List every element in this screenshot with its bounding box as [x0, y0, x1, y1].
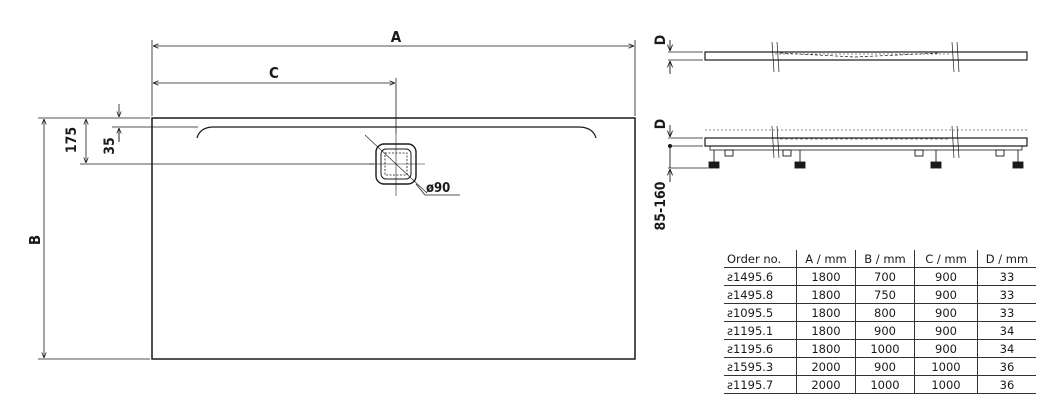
label-35: 35	[102, 137, 118, 155]
leg-2	[794, 150, 806, 169]
label-drain-diameter: ø90	[426, 181, 450, 196]
table-cell: 1000	[855, 375, 915, 394]
order-number-cell: ƨ1595.3	[724, 357, 797, 376]
label-b: B	[26, 235, 44, 245]
table-cell: 900	[855, 357, 915, 376]
table-cell: 1000	[914, 375, 978, 394]
table-cell: 33	[977, 285, 1036, 304]
header-a: A / mm	[796, 250, 856, 268]
table-cell: 900	[914, 339, 978, 358]
table-cell: 36	[977, 375, 1036, 394]
label-a: A	[391, 28, 402, 46]
tray-ridge	[196, 126, 597, 139]
label-leg-height: 85-160	[653, 181, 669, 230]
table-cell: 2000	[796, 357, 856, 376]
tray-outline	[151, 117, 636, 360]
label-d-bottom: D	[653, 119, 669, 129]
table-cell: 1800	[796, 285, 856, 304]
side-view-bottom	[668, 125, 1028, 182]
label-c: C	[269, 64, 279, 82]
table-cell: 900	[914, 303, 978, 322]
dimension-b	[38, 117, 150, 360]
table-cell: 800	[855, 303, 915, 322]
order-number-cell: ƨ1495.8	[724, 285, 797, 304]
table-cell: 34	[977, 321, 1036, 340]
order-number-cell: ƨ1095.5	[724, 303, 797, 322]
table-cell: 750	[855, 285, 915, 304]
table-cell: 33	[977, 267, 1036, 286]
table-cell: 2000	[796, 375, 856, 394]
spec-table: Order no. A / mm B / mm C / mm D / mm ƨ1…	[724, 250, 1036, 394]
leg-3	[930, 150, 942, 169]
table-cell: 1000	[914, 357, 978, 376]
table-cell: 1800	[796, 321, 856, 340]
table-cell: 900	[855, 321, 915, 340]
table-cell: 36	[977, 357, 1036, 376]
order-number-cell: ƨ1195.7	[724, 375, 797, 394]
dimension-a	[151, 40, 636, 116]
table-cell: 900	[914, 285, 978, 304]
header-c: C / mm	[914, 250, 978, 268]
table-cell: 900	[914, 321, 978, 340]
label-175: 175	[64, 127, 80, 153]
header-b: B / mm	[855, 250, 915, 268]
table-cell: 1800	[796, 303, 856, 322]
table-cell: 33	[977, 303, 1036, 322]
table-cell: 700	[855, 267, 915, 286]
header-d: D / mm	[977, 250, 1036, 268]
table-cell: 1000	[855, 339, 915, 358]
plan-view	[151, 117, 636, 360]
header-order-no: Order no.	[724, 250, 797, 268]
side-view-top	[668, 40, 1028, 74]
order-number-cell: ƨ1195.6	[724, 339, 797, 358]
table-cell: 1800	[796, 267, 856, 286]
label-d-top: D	[653, 35, 669, 45]
table-header-row: Order no. A / mm B / mm C / mm D / mm	[724, 250, 1036, 268]
leg-4	[1012, 150, 1024, 169]
leg-1	[708, 150, 720, 169]
drain-icon	[364, 134, 428, 196]
order-number-cell: ƨ1495.6	[724, 267, 797, 286]
dimension-175	[80, 119, 374, 165]
table-cell: 900	[914, 267, 978, 286]
dimension-c	[153, 78, 397, 134]
dimension-35	[112, 104, 198, 142]
table-cell: 34	[977, 339, 1036, 358]
table-cell: 1800	[796, 339, 856, 358]
order-number-cell: ƨ1195.1	[724, 321, 797, 340]
